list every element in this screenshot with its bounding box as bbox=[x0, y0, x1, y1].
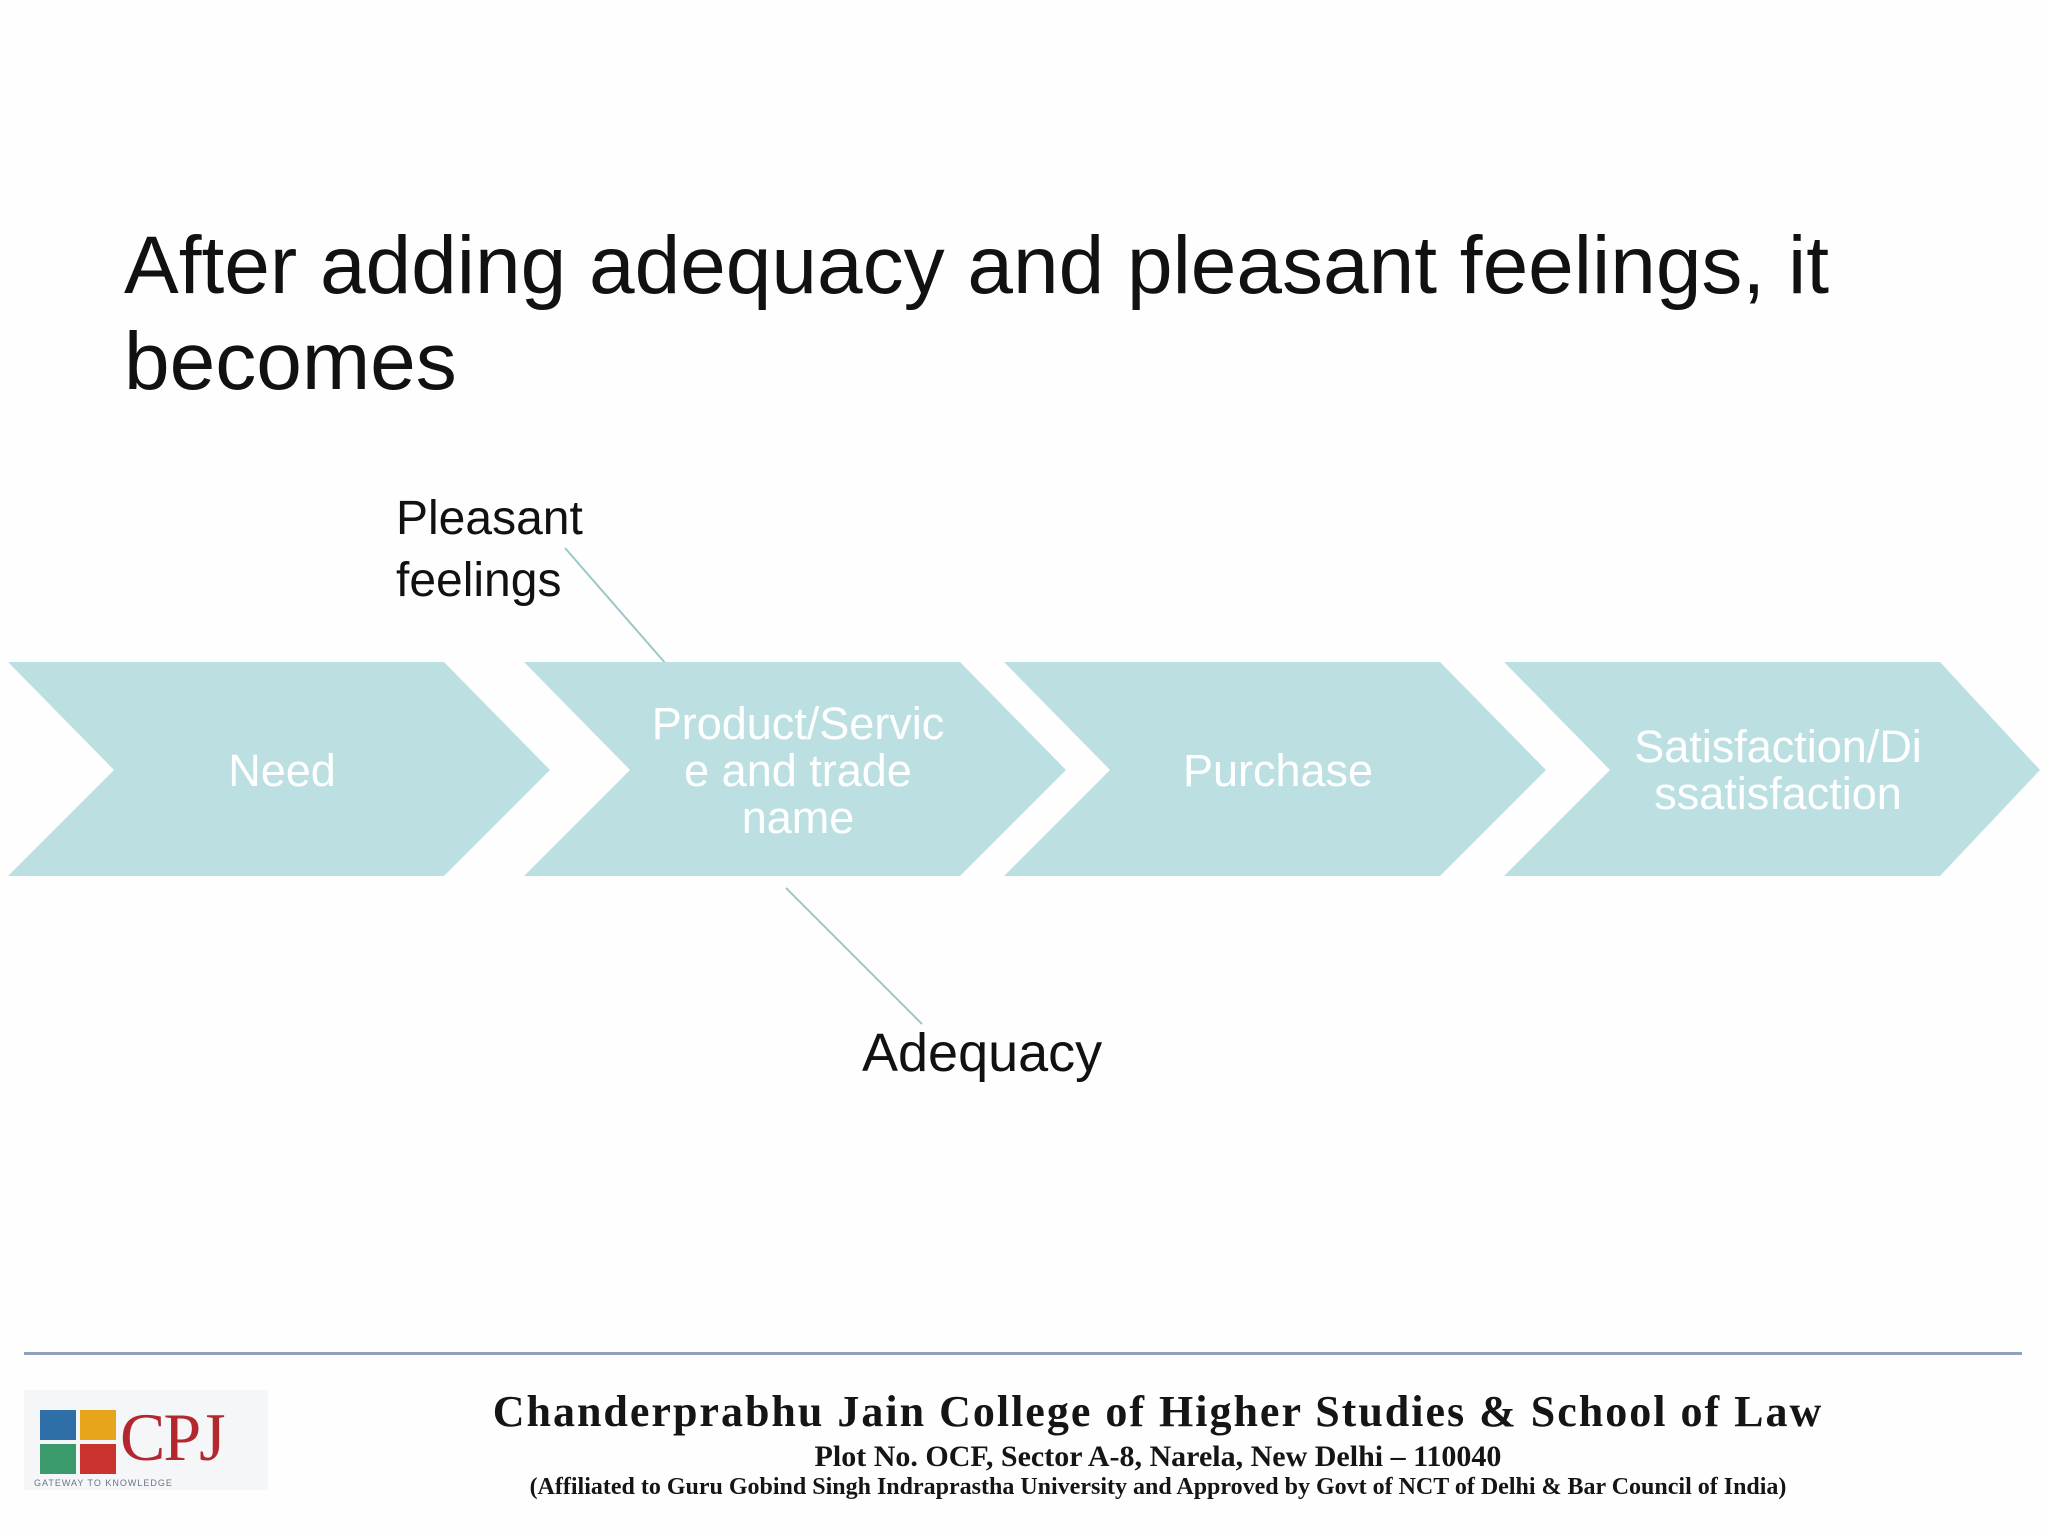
slide-title: After adding adequacy and pleasant feeli… bbox=[124, 220, 1829, 407]
chevron-satisfaction bbox=[1504, 662, 2040, 876]
chevron-product bbox=[524, 662, 1066, 876]
footer-divider bbox=[24, 1352, 2022, 1355]
step-label-product: Product/Servic e and trade name bbox=[651, 697, 945, 843]
step-label-need: Need bbox=[228, 744, 336, 796]
logo-text: CPJ bbox=[120, 1399, 226, 1475]
step-label-satisfaction: Satisfaction/Di ssatisfaction bbox=[1634, 721, 1922, 819]
college-footer: CPJ GATEWAY TO KNOWLEDGE Chanderprabhu J… bbox=[24, 1386, 2022, 1506]
callout-pleasant-feelings: Pleasant feelings bbox=[396, 492, 583, 607]
logo-emblem-icon bbox=[40, 1410, 118, 1476]
logo-tagline: GATEWAY TO KNOWLEDGE bbox=[34, 1478, 173, 1488]
step-label-purchase: Purchase bbox=[1182, 744, 1374, 796]
chevron-need bbox=[8, 662, 550, 876]
college-address: Plot No. OCF, Sector A-8, Narela, New De… bbox=[814, 1440, 1502, 1473]
college-affiliation: (Affiliated to Guru Gobind Singh Indrapr… bbox=[529, 1474, 1787, 1500]
connector-pleasant-feelings bbox=[564, 547, 667, 665]
callout-adequacy: Adequacy bbox=[862, 1023, 1103, 1083]
connector-adequacy bbox=[785, 887, 923, 1025]
college-name: Chanderprabhu Jain College of Higher Stu… bbox=[492, 1387, 1824, 1436]
college-logo: CPJ GATEWAY TO KNOWLEDGE bbox=[24, 1390, 268, 1490]
chevron-purchase bbox=[1004, 662, 1546, 876]
